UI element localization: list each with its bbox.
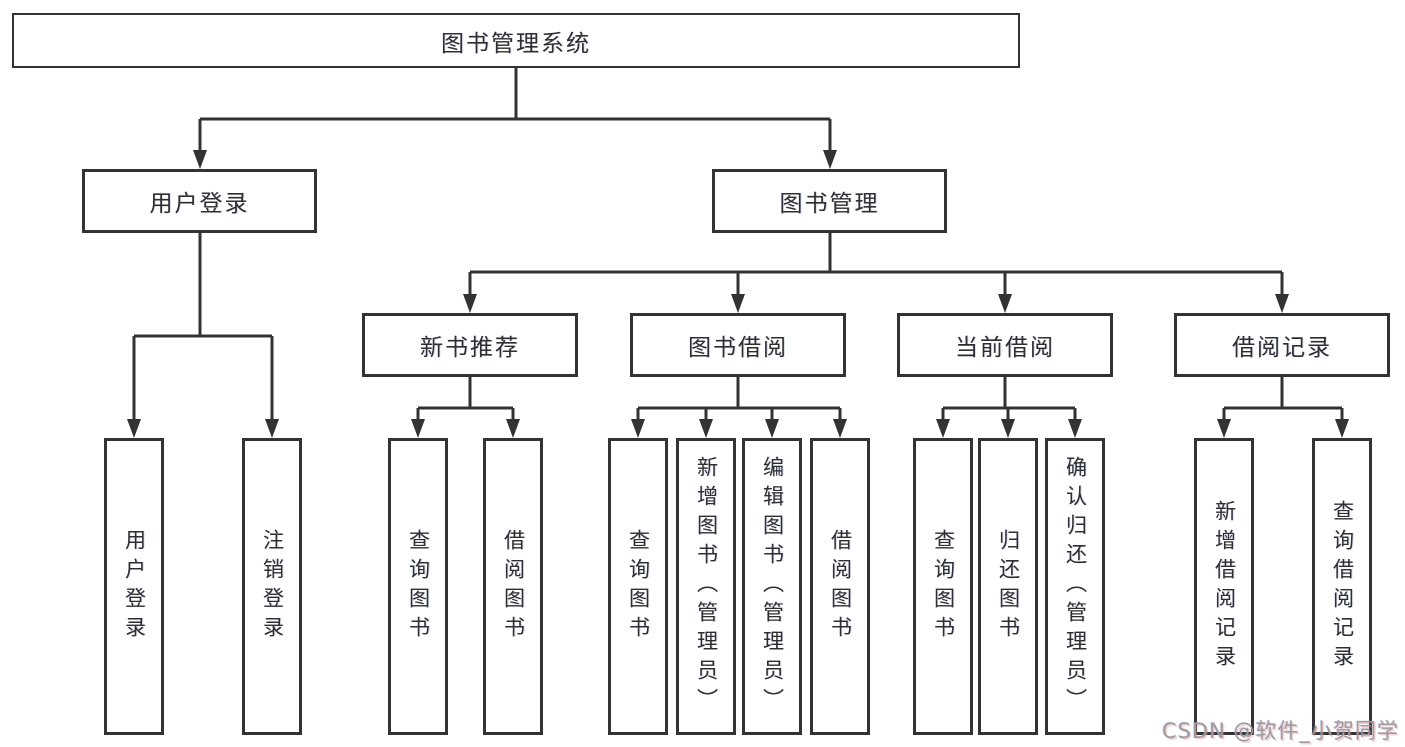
arrowhead-icon — [506, 419, 520, 438]
arrowhead-icon — [1068, 419, 1082, 438]
leaf-confirm-return-admin-label: 确认归还（管理员） — [1063, 456, 1088, 717]
arrowhead-icon — [731, 294, 745, 313]
connector-path — [468, 233, 1284, 308]
leaf-borrow-books-newbooks-label: 借阅图书 — [501, 528, 526, 645]
leaf-add-borrow-record-label: 新增借阅记录 — [1212, 499, 1237, 674]
leaf-add-books-admin: 新增图书（管理员） — [676, 438, 736, 735]
node-new-book-recommend-label: 新书推荐 — [420, 335, 520, 361]
connector-path — [132, 233, 274, 433]
arrowhead-icon — [699, 419, 713, 438]
arrowhead-icon — [193, 150, 207, 169]
arrowhead-icon — [265, 419, 279, 438]
edges-user-login-to-leaves — [132, 233, 274, 433]
node-borrow-records: 借阅记录 — [1174, 313, 1390, 377]
edges-book-borrow-to-leaves — [636, 377, 842, 433]
arrowhead-icon — [1335, 419, 1349, 438]
arrowhead-icon — [765, 419, 779, 438]
arrowhead-icon — [998, 294, 1012, 313]
node-current-borrowing-label: 当前借阅 — [955, 335, 1055, 361]
leaf-add-books-admin-label: 新增图书（管理员） — [694, 456, 719, 717]
leaf-borrow-books-borrowing: 借阅图书 — [810, 438, 870, 735]
node-new-book-recommend: 新书推荐 — [362, 313, 578, 377]
leaf-edit-books-admin-label: 编辑图书（管理员） — [760, 456, 785, 717]
leaf-add-borrow-record: 新增借阅记录 — [1194, 438, 1254, 735]
leaf-borrow-books-newbooks: 借阅图书 — [483, 438, 543, 735]
leaf-query-borrow-record: 查询借阅记录 — [1312, 438, 1372, 735]
node-book-management-label: 图书管理 — [779, 191, 880, 217]
edges-root-to-level2 — [198, 68, 832, 164]
leaf-query-books-borrowing-label: 查询图书 — [626, 528, 651, 645]
leaf-query-books-newbooks-label: 查询图书 — [406, 528, 431, 645]
leaf-query-books-borrowing: 查询图书 — [608, 438, 668, 735]
node-book-management: 图书管理 — [712, 169, 947, 233]
arrowhead-icon — [127, 419, 141, 438]
node-book-borrowing-label: 图书借阅 — [688, 335, 788, 361]
node-root: 图书管理系统 — [12, 13, 1020, 68]
leaf-query-books-current: 查询图书 — [913, 438, 973, 735]
arrowhead-icon — [1217, 419, 1231, 438]
leaf-confirm-return-admin: 确认归还（管理员） — [1045, 438, 1105, 735]
node-user-login-label: 用户登录 — [149, 191, 250, 217]
node-current-borrowing: 当前借阅 — [897, 313, 1113, 377]
connector-path — [636, 377, 842, 433]
leaf-query-books-newbooks: 查询图书 — [388, 438, 448, 735]
leaf-return-books: 归还图书 — [978, 438, 1038, 735]
arrowhead-icon — [463, 294, 477, 313]
connector-path — [1222, 377, 1344, 433]
connector-path — [416, 377, 515, 433]
leaf-borrow-books-borrowing-label: 借阅图书 — [828, 528, 853, 645]
leaf-user-login-label: 用户登录 — [122, 528, 147, 645]
leaf-return-books-label: 归还图书 — [996, 528, 1021, 645]
node-user-login: 用户登录 — [82, 169, 317, 233]
leaf-query-books-current-label: 查询图书 — [931, 528, 956, 645]
node-borrow-records-label: 借阅记录 — [1232, 335, 1332, 361]
leaf-query-borrow-record-label: 查询借阅记录 — [1330, 499, 1355, 674]
edges-new-books-to-leaves — [416, 377, 515, 433]
arrowhead-icon — [833, 419, 847, 438]
arrowhead-icon — [411, 419, 425, 438]
watermark: CSDN @软件_小贺同学 — [1161, 719, 1399, 743]
leaf-user-login: 用户登录 — [104, 438, 164, 735]
leaf-logout: 注销登录 — [242, 438, 302, 735]
arrowhead-icon — [823, 150, 837, 169]
arrowhead-icon — [1275, 294, 1289, 313]
leaf-edit-books-admin: 编辑图书（管理员） — [742, 438, 802, 735]
connector-path — [198, 68, 832, 164]
leaf-logout-label: 注销登录 — [260, 528, 285, 645]
arrowhead-icon — [936, 419, 950, 438]
arrowhead-icon — [1001, 419, 1015, 438]
edges-borrow-records-to-leaves — [1222, 377, 1344, 433]
arrowhead-icon — [631, 419, 645, 438]
node-root-label: 图书管理系统 — [441, 30, 591, 57]
edges-book-mgmt-to-level3 — [468, 233, 1284, 308]
node-book-borrowing: 图书借阅 — [630, 313, 846, 377]
